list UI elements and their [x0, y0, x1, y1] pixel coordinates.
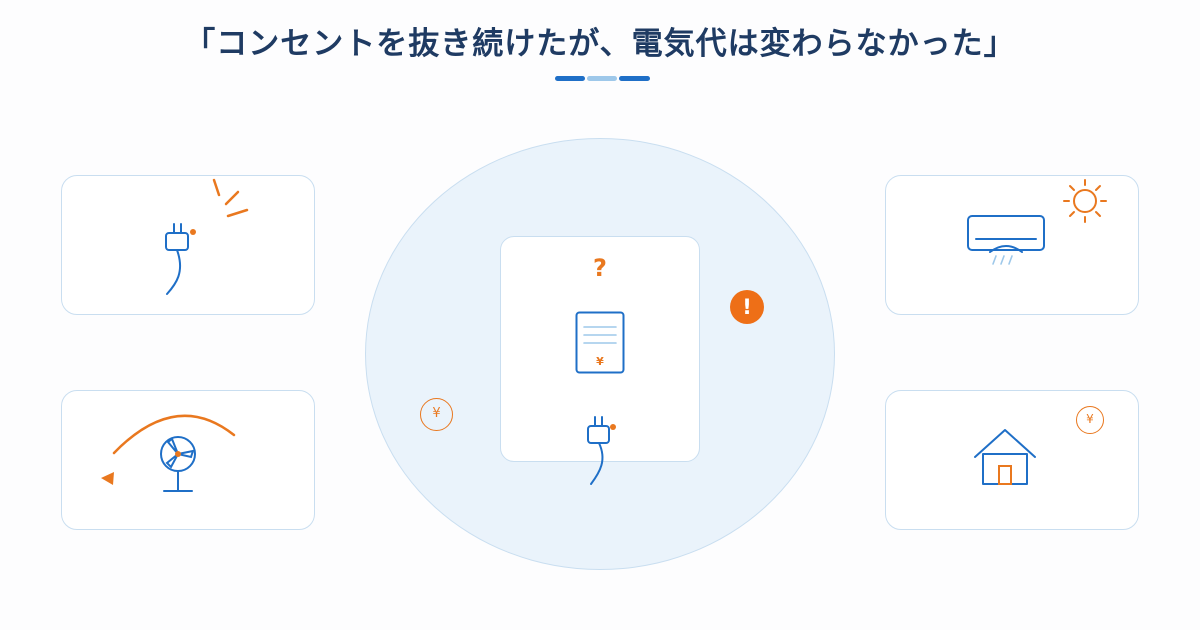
house-icon — [974, 429, 1036, 485]
question-mark-icon: ? — [593, 254, 607, 282]
card-fan — [61, 390, 315, 530]
bill-yen-label: ¥ — [596, 355, 604, 368]
title-underline — [555, 76, 650, 81]
plug-icon — [587, 416, 616, 485]
yen-coin-icon: ¥ — [1076, 406, 1104, 434]
aircon-sun-icon — [967, 179, 1107, 265]
underline-segment-left — [555, 76, 585, 81]
underline-segment-right — [619, 76, 650, 81]
electric-bill-icon: ¥ — [575, 311, 625, 374]
plug-spark-icon — [165, 178, 249, 295]
warning-icon: ! — [730, 290, 764, 324]
card-unplugged — [61, 175, 315, 315]
yen-coin-icon: ¥ — [420, 398, 453, 431]
card-air-conditioner — [885, 175, 1139, 315]
underline-segment-middle — [587, 76, 617, 81]
page-title: 「コンセントを抜き続けたが、電気代は変わらなかった」 — [184, 26, 1016, 62]
fan-icon — [101, 414, 236, 492]
